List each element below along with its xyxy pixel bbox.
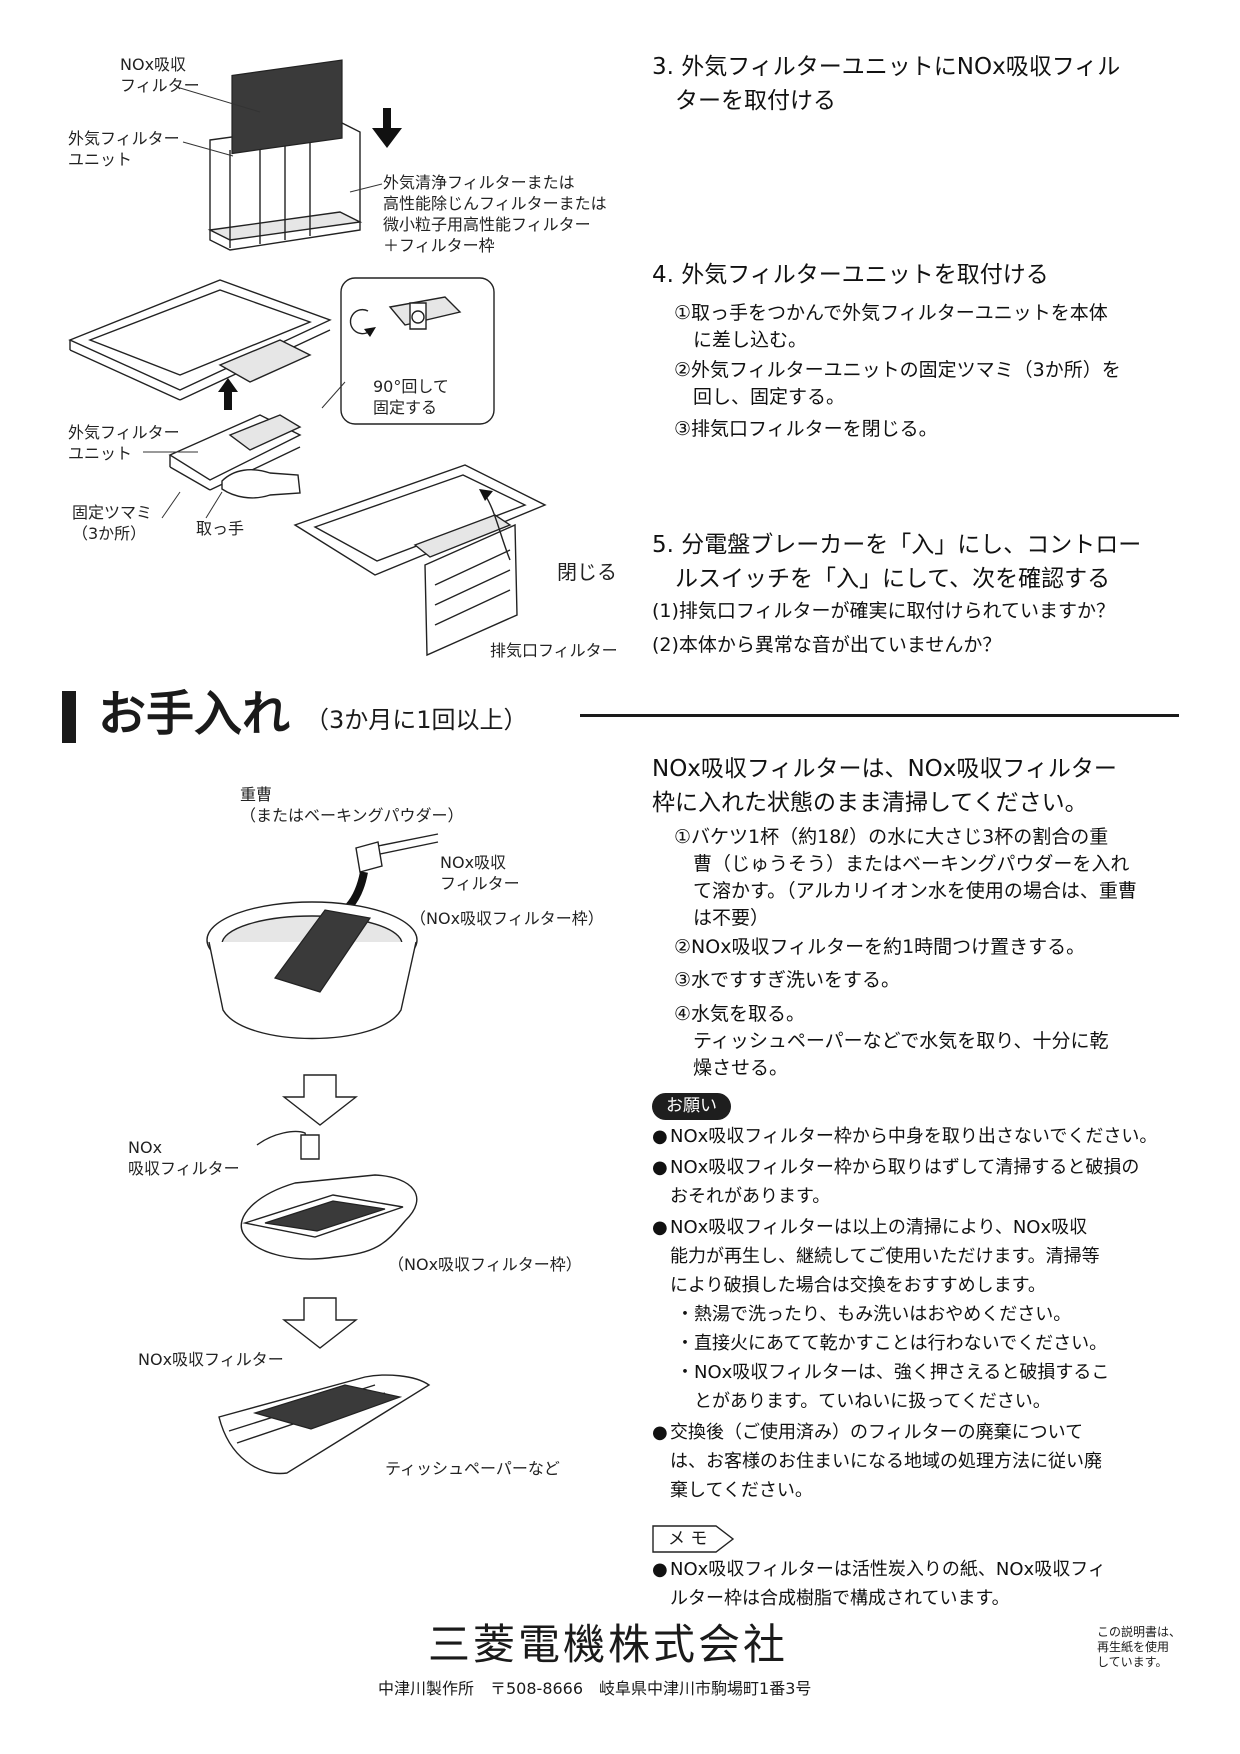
bullet-icon: ● [652, 1126, 668, 1147]
notice-item-2: ● NOx吸収フィルター枠から取りはずして清掃すると破損の おそれがあります。 [652, 1153, 1157, 1211]
measuring-cup-icon [352, 832, 442, 882]
maintenance-heading-note: （3か月に1回以上） [305, 706, 528, 734]
label-tissue: ティッシュペーパーなど [385, 1459, 560, 1478]
notice-sub-1: ・熱湯で洗ったり、もみ洗いはおやめください。 [676, 1304, 1072, 1325]
label-outer-unit: 外気フィルター ユニット [68, 129, 180, 169]
notice-item-1: ● NOx吸収フィルター枠から中身を取り出さないでください。 [652, 1122, 1157, 1151]
bullet-icon: ● [652, 1422, 668, 1443]
tissue-figure [215, 1355, 435, 1480]
rinse-figure [225, 1125, 430, 1275]
step5-title: 5. 分電盤ブレーカーを「入」にし、コントロー ルスイッチを「入」にして、次を確… [652, 532, 1142, 592]
section-marker [62, 691, 76, 743]
down-arrow-icon [372, 108, 402, 148]
step4-item-3: ③排気口フィルターを閉じる。 [674, 418, 938, 440]
memo-tag: メ モ [668, 1529, 708, 1549]
notice-item-4: ● 交換後（ご使用済み）のフィルターの廃棄について は、お客様のお住まいになる地… [652, 1418, 1157, 1505]
step3-title: 3. 外気フィルターユニットにNOx吸収フィル ターを取付ける [652, 54, 1121, 114]
up-arrow-icon [218, 378, 238, 410]
maintenance-item-2: ②NOx吸収フィルターを約1時間つけ置きする。 [674, 936, 1086, 958]
bullet-icon: ● [652, 1217, 668, 1238]
step4-title: 4. 外気フィルターユニットを取付ける [652, 262, 1049, 288]
basin-figure [205, 900, 420, 1050]
label-outer-unit-2: 外気フィルター ユニット [68, 423, 180, 463]
label-clean-filter: 外気清浄フィルターまたは 高性能除じんフィルターまたは 微小粒子用高性能フィルタ… [383, 173, 607, 255]
label-nox-filter-b: NOx 吸収フィルター [128, 1138, 240, 1178]
step4-item-2: ②外気フィルターユニットの固定ツマミ（3か所）を 回し、固定する。 [674, 359, 1121, 408]
maintenance-item-3: ③水ですすぎ洗いをする。 [674, 969, 901, 991]
memo-tag-frame [652, 1525, 734, 1553]
maintenance-item-4: ④水気を取る。 ティッシュペーパーなどで水気を取り、十分に乾 燥させる。 [674, 1003, 1109, 1079]
notice-list: ● NOx吸収フィルター枠から中身を取り出さないでください。 ● NOx吸収フィ… [652, 1122, 1157, 1505]
step5-check-1: (1)排気口フィルターが確実に取付けられていますか？ [652, 600, 1115, 622]
notice-sub-2: ・直接火にあてて乾かすことは行わないでください。 [676, 1333, 1108, 1354]
maintenance-heading: お手入れ [98, 686, 291, 742]
bullet-icon: ● [652, 1559, 668, 1580]
maintenance-item-1: ①バケツ1杯（約18ℓ）の水に大さじ3杯の割合の重 曹（じゅうそう）またはベーキ… [674, 826, 1137, 929]
filter-unit-figure [200, 80, 390, 250]
label-nox-frame-b: （NOx吸収フィルター枠） [388, 1255, 582, 1274]
step5-check-2: (2)本体から異常な音が出ていませんか？ [652, 634, 1002, 656]
hollow-down-arrow-2 [282, 1298, 358, 1350]
memo-item: ● NOx吸収フィルターは活性炭入りの紙、NOx吸収フィ ルター枠は合成樹脂で構… [652, 1555, 1106, 1613]
notice-item-3: ● NOx吸収フィルターは以上の清掃により、NOx吸収 能力が再生し、継続してご… [652, 1213, 1157, 1300]
label-exhaust: 排気口フィルター [490, 641, 618, 660]
hand-figure [222, 463, 302, 503]
hollow-down-arrow-1 [282, 1075, 358, 1127]
section-rule [580, 714, 1179, 717]
maintenance-intro: NOx吸収フィルターは、NOx吸収フィルター 枠に入れた状態のまま清掃してくださ… [652, 756, 1117, 816]
label-nox-filter-a: NOx吸収 フィルター [440, 853, 520, 893]
label-nox-frame-a: （NOx吸収フィルター枠） [410, 909, 604, 928]
label-soda: 重曹 （またはベーキングパウダー） [240, 785, 464, 825]
main-body-figure [70, 270, 330, 420]
bullet-icon: ● [652, 1157, 668, 1178]
label-close: 閉じる [557, 560, 617, 584]
company-name: 三菱電機株式会社 [428, 1620, 789, 1669]
recycled-paper-note: この説明書は、 再生紙を使用 しています。 [1097, 1625, 1182, 1669]
notice-sub-3: ・NOx吸収フィルターは、強く押さえると破損するこ とがあります。ていねいに扱っ… [676, 1362, 1110, 1412]
notice-badge: お願い [652, 1093, 731, 1120]
label-rotate: 90°回して 固定する [373, 377, 449, 417]
label-knob: 固定ツマミ （3か所） [72, 503, 153, 543]
label-nox-filter-c: NOx吸収フィルター [138, 1350, 284, 1369]
exhaust-filter-figure [295, 465, 555, 665]
company-address: 中津川製作所 〒508-8666 岐阜県中津川市駒場町1番3号 [378, 1679, 812, 1698]
label-nox-filter: NOx吸収 フィルター [120, 55, 200, 95]
step4-item-1: ①取っ手をつかんで外気フィルターユニットを本体 に差し込む。 [674, 302, 1108, 351]
label-handle: 取っ手 [196, 519, 245, 538]
detail-callout-box [340, 277, 495, 425]
